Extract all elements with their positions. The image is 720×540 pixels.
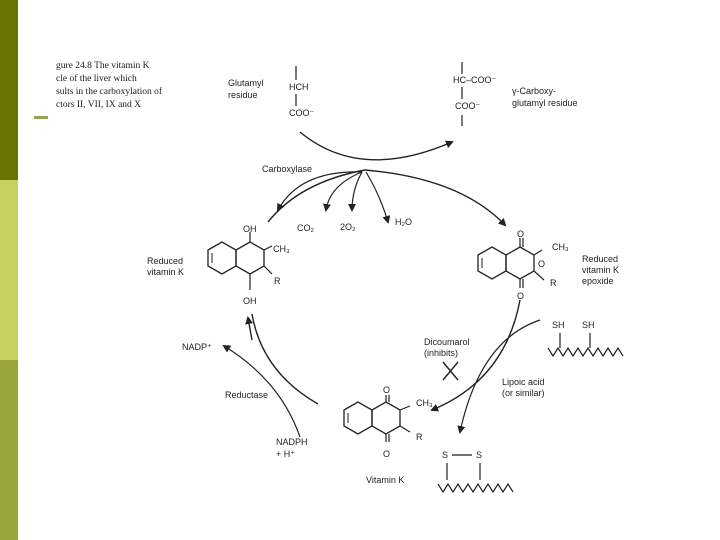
bond-line <box>263 245 273 251</box>
gamma-carboxyglutamyl-residue: HC–COO⁻ COO⁻ γ-Carboxy- glutamyl residue <box>453 62 578 126</box>
r-label: R <box>274 276 281 286</box>
epoxide-label-2: vitamin K <box>582 265 619 275</box>
glutamyl-label-2: residue <box>228 90 258 100</box>
reduced-k-label-1: Reduced <box>147 256 183 266</box>
inhibition-mark <box>442 361 459 381</box>
epoxide-label-3: epoxide <box>582 276 614 286</box>
reductase-label: Reductase <box>225 390 268 400</box>
oh-bottom: OH <box>243 296 257 306</box>
caption-line-3: sults in the carboxylation of <box>56 86 163 97</box>
arc-from-reduced-k <box>267 169 366 223</box>
s-left-label: S <box>442 450 448 460</box>
benzene-ring-right <box>505 246 535 280</box>
disulfide-chain: S S <box>437 450 514 494</box>
sh-right-label: SH <box>582 320 595 330</box>
nadph-label-1: NADPH <box>276 437 308 447</box>
epoxide-label-1: Reduced <box>582 254 618 264</box>
ch3-label: CH₃ <box>416 398 433 408</box>
lipoic-label-2: (or similar) <box>502 388 545 398</box>
nadp-label: NADP⁺ <box>182 342 212 352</box>
dicoumarol-label-2: (inhibits) <box>424 348 458 358</box>
reduced-k-label-2: vitamin K <box>147 267 184 277</box>
o-top: O <box>517 229 524 239</box>
o-bottom: O <box>383 449 390 459</box>
bond-line <box>533 270 545 281</box>
arc-epoxide-to-vitk <box>430 299 521 412</box>
lipoic-acid-arrow <box>457 319 541 434</box>
lipoic-label-1: Lipoic acid <box>502 377 545 387</box>
o-ring: O <box>538 259 545 269</box>
bond-line <box>533 249 543 256</box>
glutamyl-label-1: Glutamyl <box>228 78 264 88</box>
hch-formula: HCH <box>289 82 309 92</box>
caption-line-2: cle of the liver which <box>56 73 137 84</box>
r-label: R <box>550 278 557 288</box>
o2-label: 2O₂ <box>340 222 356 232</box>
sidebar-segment-top <box>0 0 18 180</box>
r-label: R <box>416 432 423 442</box>
bond-line <box>399 405 411 411</box>
oh-top: OH <box>243 224 257 234</box>
zigzag-chain <box>437 482 514 494</box>
o-bottom: O <box>517 291 524 301</box>
zigzag-chain <box>547 346 624 358</box>
bond-line <box>263 265 273 275</box>
caption-line-4: ctors II, VII, IX and X <box>56 100 141 110</box>
caption-line-1: gure 24.8 The vitamin K <box>56 61 150 71</box>
ch3-label: CH₃ <box>273 244 290 254</box>
coo-left-formula: COO⁻ <box>289 108 315 118</box>
arrow-co2 <box>323 171 363 212</box>
dithiol-chain: SH SH <box>547 320 624 358</box>
benzene-ring-right <box>235 241 265 275</box>
hc-coo-formula: HC–COO⁻ <box>453 75 497 85</box>
coo-right-formula: COO⁻ <box>455 101 481 111</box>
arrow-o2 <box>348 171 363 212</box>
h2o-label: H₂O <box>395 217 412 227</box>
carboxylase-label: Carboxylase <box>262 164 312 174</box>
vitamin-k-structure: O O CH₃ R <box>343 385 433 459</box>
glutamyl-residue: Glutamyl residue HCH COO⁻ <box>228 66 315 118</box>
carboxylation-arrow <box>299 131 454 161</box>
dicoumarol-label-1: Dicoumarol <box>424 337 470 347</box>
nadph-label-2: + H⁺ <box>276 449 295 459</box>
gamma-label-1: γ-Carboxy- <box>512 86 556 96</box>
sidebar-segment-middle <box>0 180 18 360</box>
gamma-label-2: glutamyl residue <box>512 98 578 108</box>
reduced-vitamin-k-structure: OH OH CH₃ R <box>207 224 290 306</box>
arrow-to-reduced-k <box>245 316 254 341</box>
arc-to-epoxide <box>364 169 507 227</box>
epoxide-structure: O O O CH₃ R <box>477 229 569 301</box>
bond-line <box>399 425 411 433</box>
arc-vitk-to-reduced <box>251 313 319 405</box>
sidebar-color-bar <box>0 0 18 540</box>
sidebar-segment-bottom <box>0 360 18 540</box>
arrow-side-left <box>277 171 363 212</box>
benzene-ring-right <box>371 401 401 435</box>
vitamin-k-label: Vitamin K <box>366 475 404 485</box>
o-top: O <box>383 385 390 395</box>
figure-caption: gure 24.8 The vitamin K cle of the liver… <box>56 61 163 110</box>
ch3-label: CH₃ <box>552 242 569 252</box>
sh-left-label: SH <box>552 320 565 330</box>
arrow-h2o <box>365 171 391 224</box>
s-right-label: S <box>476 450 482 460</box>
accent-dash <box>34 116 48 119</box>
co2-label: CO₂ <box>297 223 315 233</box>
arrow-nadp <box>222 344 301 438</box>
